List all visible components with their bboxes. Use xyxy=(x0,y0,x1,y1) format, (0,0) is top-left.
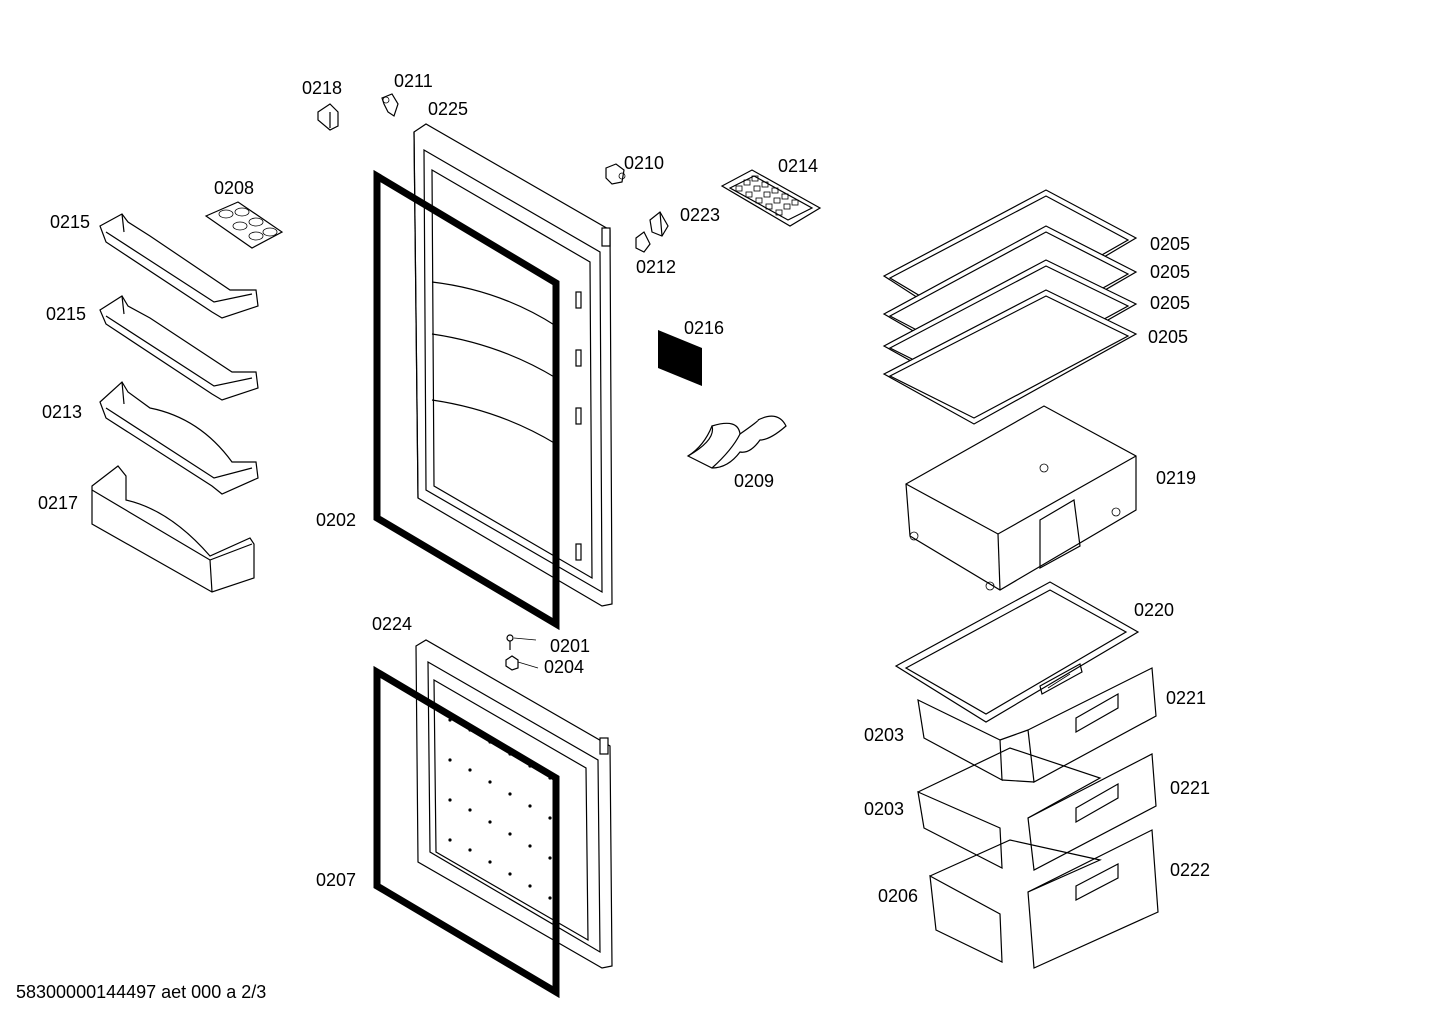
label-0213: 0213 xyxy=(42,402,83,422)
door-shelf-0213 xyxy=(99,381,259,495)
label-0219: 0219 xyxy=(1156,468,1197,488)
block-0204 xyxy=(505,655,539,671)
label-0222: 0222 xyxy=(1170,860,1211,880)
part-0223 xyxy=(649,211,669,237)
label-0224: 0224 xyxy=(372,614,413,634)
document-id-footer: 58300000144497 aet 000 a 2/3 xyxy=(16,982,267,1002)
label-0205-3: 0205 xyxy=(1150,293,1191,313)
label-0205-2: 0205 xyxy=(1150,262,1191,282)
label-0203-lower: 0203 xyxy=(864,799,905,819)
label-0216: 0216 xyxy=(684,318,725,338)
label-0204: 0204 xyxy=(544,657,585,677)
drawer-lower xyxy=(929,829,1159,969)
label-0218: 0218 xyxy=(302,78,343,98)
tray-0220 xyxy=(894,581,1140,723)
gasket-0202 xyxy=(373,169,560,631)
lower-door-0224 xyxy=(415,639,613,969)
drawer-middle xyxy=(917,747,1157,871)
part-0211 xyxy=(381,93,399,117)
part-0210 xyxy=(605,163,626,185)
label-0205-1: 0205 xyxy=(1150,234,1191,254)
label-0223: 0223 xyxy=(680,205,721,225)
glass-shelves-0205 xyxy=(882,189,1138,425)
label-0217: 0217 xyxy=(38,493,79,513)
label-0201: 0201 xyxy=(550,636,591,656)
label-0221-lower: 0221 xyxy=(1170,778,1211,798)
crisper-0219 xyxy=(905,405,1137,591)
upper-door-0225 xyxy=(413,123,613,607)
label-0214: 0214 xyxy=(778,156,819,176)
door-shelf-0217 xyxy=(91,465,255,593)
label-0225: 0225 xyxy=(428,99,469,119)
label-0211: 0211 xyxy=(394,71,433,91)
label-0202: 0202 xyxy=(316,510,357,530)
label-0209: 0209 xyxy=(734,471,775,491)
sticker-0216 xyxy=(658,330,702,386)
part-0218 xyxy=(317,103,339,131)
label-0208: 0208 xyxy=(214,178,255,198)
label-0212: 0212 xyxy=(636,257,677,277)
screw-0201 xyxy=(506,634,537,650)
label-0215-upper: 0215 xyxy=(50,212,91,232)
label-0205-4: 0205 xyxy=(1148,327,1189,347)
label-0220: 0220 xyxy=(1134,600,1175,620)
ice-tray-0214 xyxy=(720,169,822,227)
label-0207: 0207 xyxy=(316,870,357,890)
label-0203-upper: 0203 xyxy=(864,725,905,745)
part-0212 xyxy=(635,231,651,253)
label-0206: 0206 xyxy=(878,886,919,906)
bottle-holder-0209 xyxy=(686,415,787,469)
label-0210: 0210 xyxy=(624,153,665,173)
door-shelf-0215-upper xyxy=(99,213,259,319)
gasket-0207 xyxy=(373,665,560,999)
door-shelf-0215-lower xyxy=(99,295,259,401)
egg-tray-0208 xyxy=(204,201,284,249)
label-0215-lower: 0215 xyxy=(46,304,87,324)
label-0221-upper: 0221 xyxy=(1166,688,1207,708)
drawer-upper xyxy=(917,667,1157,783)
